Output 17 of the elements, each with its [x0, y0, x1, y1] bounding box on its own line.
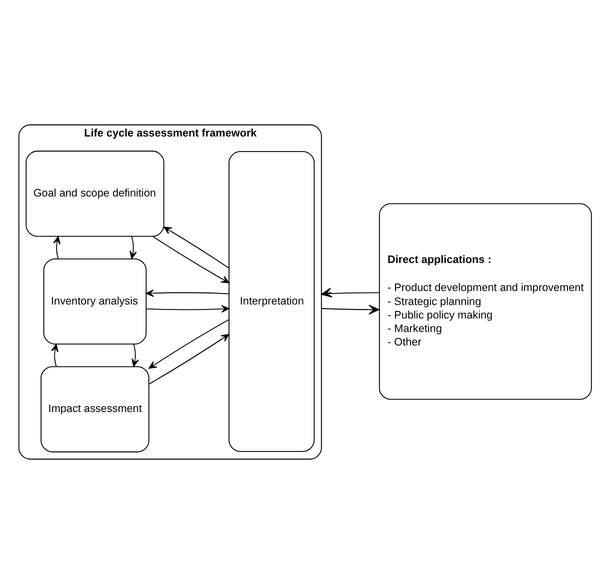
arrow — [164, 226, 230, 268]
arrow — [129, 236, 137, 259]
arrow — [148, 333, 230, 384]
arrow — [132, 343, 139, 366]
node-box: Inventory analysis — [43, 258, 147, 344]
arrow — [320, 287, 380, 297]
arrow — [152, 235, 230, 283]
node-box: Goal and scope definition — [26, 150, 164, 236]
node-box: Direct applications : - Product development and improvement - Strategic planning - Public policy making - Marketing - Other — [378, 202, 592, 400]
node-box: Interpretation — [228, 150, 315, 452]
arrow — [146, 304, 230, 312]
arrow — [146, 288, 230, 296]
arrow — [51, 343, 58, 366]
arrow — [53, 236, 60, 259]
arrow — [320, 304, 380, 314]
node-box: Impact assessment — [40, 366, 150, 452]
arrow — [148, 318, 230, 368]
